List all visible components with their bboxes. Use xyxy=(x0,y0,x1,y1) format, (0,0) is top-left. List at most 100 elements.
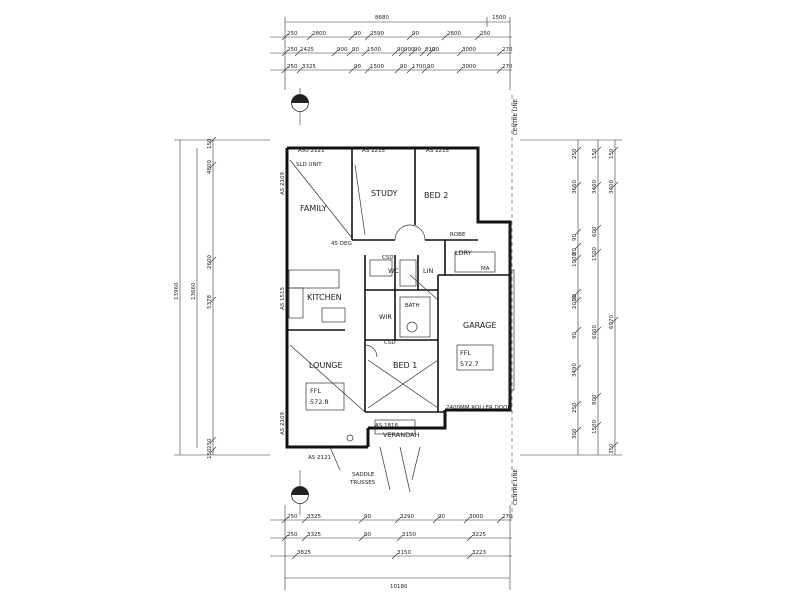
dim-value: 3660 xyxy=(572,180,578,194)
window-lounge-bottom: AS 2121 xyxy=(308,455,331,461)
dim-value: 250 xyxy=(207,438,213,449)
dim-value: 6000 xyxy=(592,325,598,339)
dim-value: 250 xyxy=(287,514,298,520)
dim-value: 2590 xyxy=(370,31,384,37)
notes: SLD UNIT 45 DEG FFL 572.8 FFL 572.7 2400… xyxy=(296,162,511,486)
dim-tick xyxy=(209,296,217,304)
centre-line: CENTRE LINE CENTRE LINE xyxy=(511,95,519,520)
dim-value: 90 xyxy=(352,47,359,53)
dim-value: 90 xyxy=(427,64,434,70)
section-a-top-label: A xyxy=(297,105,302,113)
dim-tick xyxy=(331,49,339,57)
dim-tick xyxy=(281,66,289,74)
dim-value: 1500 xyxy=(592,420,598,434)
ffl-lounge-label: FFL xyxy=(310,387,321,395)
dim-tick xyxy=(594,181,602,189)
dim-tick xyxy=(432,516,440,524)
dim-tick xyxy=(611,316,619,324)
dim-value: 250 xyxy=(480,31,491,37)
dim-tick xyxy=(456,49,464,57)
dim-value: 3825 xyxy=(297,550,311,556)
dim-tick xyxy=(301,516,309,524)
dim-value: 90 xyxy=(432,47,439,53)
dim-left-outer: 13960 xyxy=(174,282,180,300)
dim-value: 90 xyxy=(572,332,578,339)
dim-tick xyxy=(463,516,471,524)
dim-top-right-extra: 1500 xyxy=(492,15,506,21)
ffl-lounge-value: 572.8 xyxy=(310,398,329,406)
dim-value: 1500 xyxy=(367,47,381,53)
window-lounge-left: AS 2109 xyxy=(280,412,286,435)
dim-value: 150 xyxy=(609,148,615,159)
dim-value: 3400 xyxy=(592,180,598,194)
dim-tick xyxy=(209,446,217,454)
dim-tick xyxy=(574,426,582,434)
dim-value: 350 xyxy=(609,443,615,454)
verandah-area xyxy=(329,419,421,493)
dim-tick xyxy=(348,33,356,41)
dim-value: 1500 xyxy=(370,64,384,70)
dim-value: 150 xyxy=(207,448,213,459)
dim-value: 4800 xyxy=(207,160,213,174)
dim-value: 3225 xyxy=(472,532,486,538)
room-ma: MA xyxy=(481,266,490,272)
dim-value: 3000 xyxy=(462,47,476,53)
dim-value: 270 xyxy=(502,514,513,520)
dim-value: 250 xyxy=(572,402,578,413)
dim-value: 80 xyxy=(572,248,578,255)
dim-value: 3000 xyxy=(469,514,483,520)
diagonal-lines xyxy=(289,159,439,413)
dim-tick xyxy=(611,146,619,154)
dim-value: 90 xyxy=(572,294,578,301)
dim-value: 250 xyxy=(287,532,298,538)
dim-tick xyxy=(574,296,582,304)
room-verandah: VERANDAH xyxy=(383,431,419,439)
dim-value: 3325 xyxy=(302,64,316,70)
dim-value: 90 xyxy=(354,64,361,70)
dim-left-inner: 13660 xyxy=(191,282,197,300)
note-sld-unit: SLD UNIT xyxy=(296,162,322,168)
centre-line-top-label: CENTRE LINE xyxy=(513,98,519,135)
dim-value: 90 xyxy=(572,234,578,241)
room-family: FAMILY xyxy=(300,204,327,213)
dim-value: 900 xyxy=(337,47,348,53)
dim-tick xyxy=(294,49,302,57)
dim-row-bottom-3: 3825 3150 3223 xyxy=(291,550,486,560)
dim-tick xyxy=(496,49,504,57)
note-trusses: TRUSSES xyxy=(349,480,376,486)
dim-value: 600 xyxy=(592,226,598,237)
dim-tick xyxy=(421,66,429,74)
dim-tick xyxy=(594,421,602,429)
dim-tick xyxy=(281,49,289,57)
room-bed1: BED 1 xyxy=(393,361,417,370)
dim-tick xyxy=(364,66,372,74)
dim-value: 6970 xyxy=(609,315,615,329)
room-lin: LIN xyxy=(423,267,434,275)
dim-tick xyxy=(348,66,356,74)
dim-value: 3325 xyxy=(307,532,321,538)
dim-tick xyxy=(209,161,217,169)
dim-tick xyxy=(406,66,414,74)
room-bed2: BED 2 xyxy=(424,191,448,200)
window-labels: A50 2121 AS 1215 AS 1215 AS 2109 AS 1515… xyxy=(280,148,449,461)
dim-tick xyxy=(594,146,602,154)
window-study-top: AS 1215 xyxy=(362,148,385,154)
room-kitchen: KITCHEN xyxy=(307,293,342,302)
dim-tick xyxy=(361,49,369,57)
dim-value: 90 xyxy=(414,47,421,53)
room-wc: WC xyxy=(388,267,399,275)
dim-value: 3150 xyxy=(397,550,411,556)
dim-tick xyxy=(574,242,582,250)
centre-line-bottom-label: CENTRE LINE xyxy=(513,468,519,505)
dim-value: 2800 xyxy=(312,31,326,37)
dim-value: 270 xyxy=(502,64,513,70)
dim-value: 2600 xyxy=(447,31,461,37)
dim-value: 3223 xyxy=(472,550,486,556)
room-wir: WIR xyxy=(379,313,392,321)
